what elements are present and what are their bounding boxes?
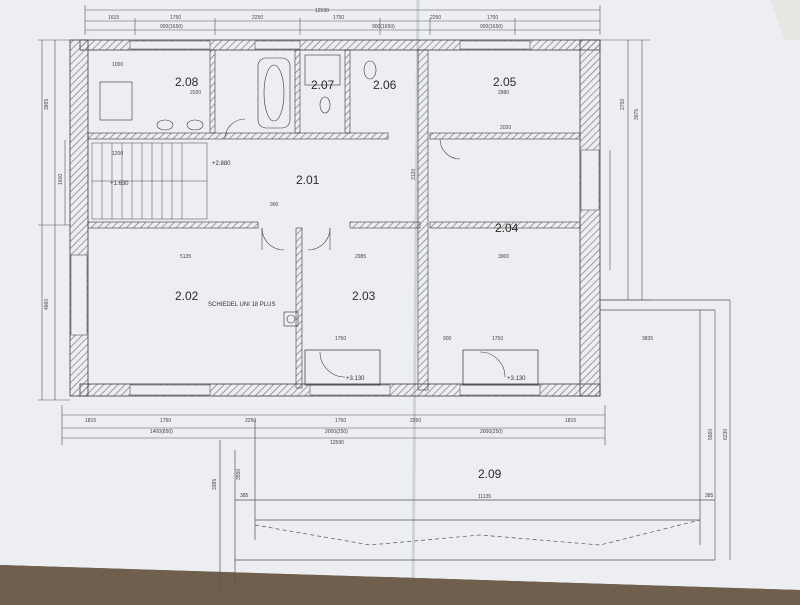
dim-win-c: 900(1650) [480, 24, 503, 30]
dim-top-b: 1750 [170, 15, 181, 21]
dim-right-2750: 2750 [620, 99, 626, 110]
dim-1200: 1200 [112, 151, 123, 157]
dim-2000-250-b: 2000(250) [480, 429, 503, 435]
dim-right-6230: 6230 [723, 429, 729, 440]
sink-b [186, 119, 204, 131]
dim-2020-a: 2020 [190, 90, 201, 96]
dim-right-3835: 3835 [642, 336, 653, 342]
room-2-06: 2.06 [373, 78, 397, 92]
dim-2020-b: 2020 [500, 125, 511, 131]
shower [304, 54, 341, 86]
dim-1750-r: 1750 [492, 336, 503, 342]
level-balcony-left: +3.130 [346, 376, 365, 382]
dim-top-total: 12590 [315, 8, 329, 14]
toilet-b [363, 60, 377, 80]
dim-3385: 3385 [212, 479, 218, 490]
room-2-07: 2.07 [311, 78, 335, 92]
dim-terrace-width: 11135 [478, 494, 491, 500]
balconies [304, 349, 539, 386]
dim-2985: 2985 [355, 254, 366, 260]
dim-900: 900 [270, 202, 279, 208]
right-dimensions [600, 39, 731, 560]
dim-top-f: 1750 [487, 15, 498, 21]
dim-3550: 3550 [236, 469, 242, 480]
dim-bottom-total: 12590 [330, 440, 344, 446]
room-2-03: 2.03 [352, 289, 376, 303]
room-2-05: 2.05 [493, 75, 517, 89]
dim-1815-b3: 1815 [565, 418, 576, 424]
level-balcony-right: +3.130 [507, 376, 526, 382]
dim-900-s: 900 [443, 336, 452, 342]
dim-1400-850: 1400(850) [150, 429, 173, 435]
dim-left-4860: 4860 [44, 299, 50, 310]
toilet-a [319, 96, 331, 114]
outer-walls [69, 39, 601, 397]
room-2-08: 2.08 [175, 75, 199, 89]
terrace-outline [219, 299, 730, 590]
dim-2880: 2880 [498, 90, 509, 96]
dim-3120: 3120 [411, 169, 417, 180]
dim-1750-l: 1750 [335, 336, 346, 342]
room-2-09: 2.09 [478, 467, 502, 481]
left-dimensions [38, 39, 70, 401]
top-dimensions [84, 5, 601, 35]
level-stair: +2.880 [212, 161, 231, 167]
sink-a [156, 119, 174, 131]
dim-1815-b: 1815 [85, 418, 96, 424]
background-table [0, 565, 800, 600]
dim-1000: 1000 [112, 62, 123, 68]
dim-2250-b2: 2250 [410, 418, 421, 424]
dim-top-a: 1615 [108, 15, 119, 21]
room-2-04: 2.04 [495, 221, 519, 235]
dim-left-1600: 1600 [58, 174, 64, 185]
dim-left-3865: 3865 [44, 99, 50, 110]
chimney-label: SCHIEDEL UNI 18 PLUS [208, 302, 275, 308]
dim-5135: 5135 [180, 254, 191, 260]
staircase [91, 142, 208, 220]
dim-win-b: 900(1650) [372, 24, 395, 30]
bottom-dimensions [61, 405, 606, 445]
dim-right-5560: 5560 [708, 429, 714, 440]
background-corner [770, 0, 800, 40]
dim-top-e: 2250 [430, 15, 441, 21]
level-landing: +1.630 [110, 181, 129, 187]
paper-sheet [0, 0, 800, 590]
dim-1750-b: 1750 [160, 418, 171, 424]
room-2-01: 2.01 [296, 173, 320, 187]
dim-top-d: 1750 [333, 15, 344, 21]
fixtures [99, 54, 377, 327]
washer [99, 81, 133, 121]
dim-2000-250: 2000(250) [325, 429, 348, 435]
bathtub [257, 57, 291, 129]
paper-fold [411, 0, 420, 591]
interior-walls [87, 49, 581, 391]
dim-1750-b2: 1750 [335, 418, 346, 424]
dim-385-l: 385 [240, 493, 249, 499]
room-2-02: 2.02 [175, 289, 199, 303]
dim-385-r: 385 [705, 493, 714, 499]
dim-top-c: 2250 [252, 15, 263, 21]
doors [224, 118, 506, 378]
dim-right-3975: 3975 [634, 109, 640, 120]
dim-win-a: 900(1650) [160, 24, 183, 30]
dim-2250-b: 2250 [245, 418, 256, 424]
dim-3900: 3900 [498, 254, 509, 260]
chimney [283, 311, 299, 327]
